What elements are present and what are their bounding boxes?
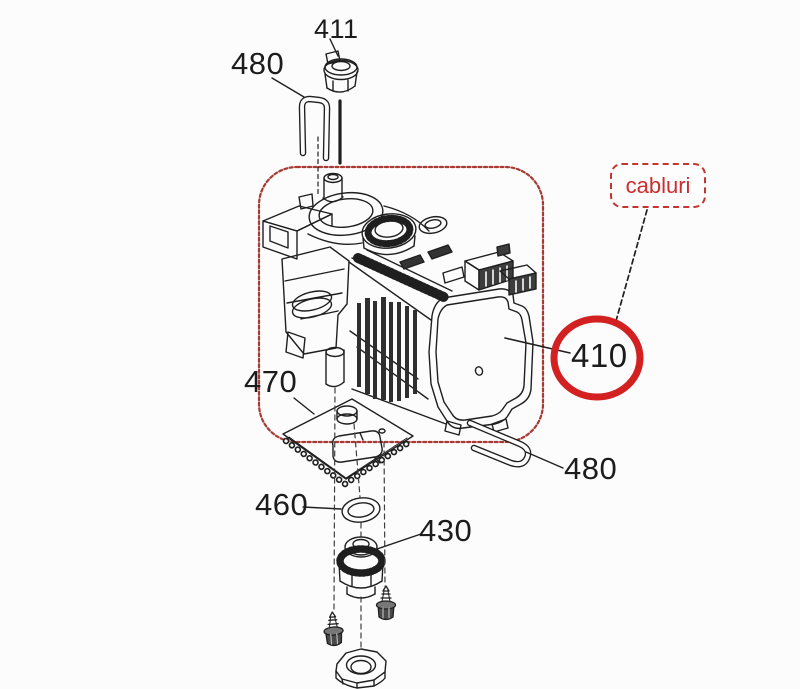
o-ring-460 (341, 497, 381, 523)
leader-430 (376, 533, 422, 550)
leader-480-bottom (525, 451, 564, 469)
u-clip-480-bottom (466, 419, 532, 468)
fitting-430 (336, 536, 386, 599)
centerlines (333, 387, 386, 649)
part-label-480-bottom: 480 (564, 451, 618, 486)
cabluri-callout-box: cabluri (610, 163, 706, 208)
part-label-411: 411 (314, 14, 359, 44)
vent-cap-411-part (323, 50, 359, 93)
part-label-410: 410 (571, 337, 628, 374)
part-label-480-top: 480 (231, 46, 285, 81)
leader-460 (302, 506, 342, 510)
leader-411 (329, 38, 339, 57)
armature-bars (357, 297, 417, 402)
part-label-470: 470 (244, 364, 298, 399)
leader-470 (293, 397, 315, 415)
cabluri-callout-text: cabluri (625, 172, 691, 198)
leader-410 (504, 337, 571, 354)
ring-nut-part (335, 648, 387, 689)
u-clip-480-top (298, 95, 331, 162)
connector-blocks (442, 243, 537, 296)
screw-right (375, 585, 397, 621)
part-label-460: 460 (255, 487, 309, 522)
pump-assembly-410 (262, 172, 537, 436)
red-highlight-circle-410 (550, 315, 644, 401)
part-label-430: 430 (419, 513, 473, 548)
gasket-plate-470 (282, 398, 415, 488)
leader-480-top (271, 77, 305, 98)
screw-left (322, 610, 345, 647)
leader-cabluri (615, 209, 648, 322)
